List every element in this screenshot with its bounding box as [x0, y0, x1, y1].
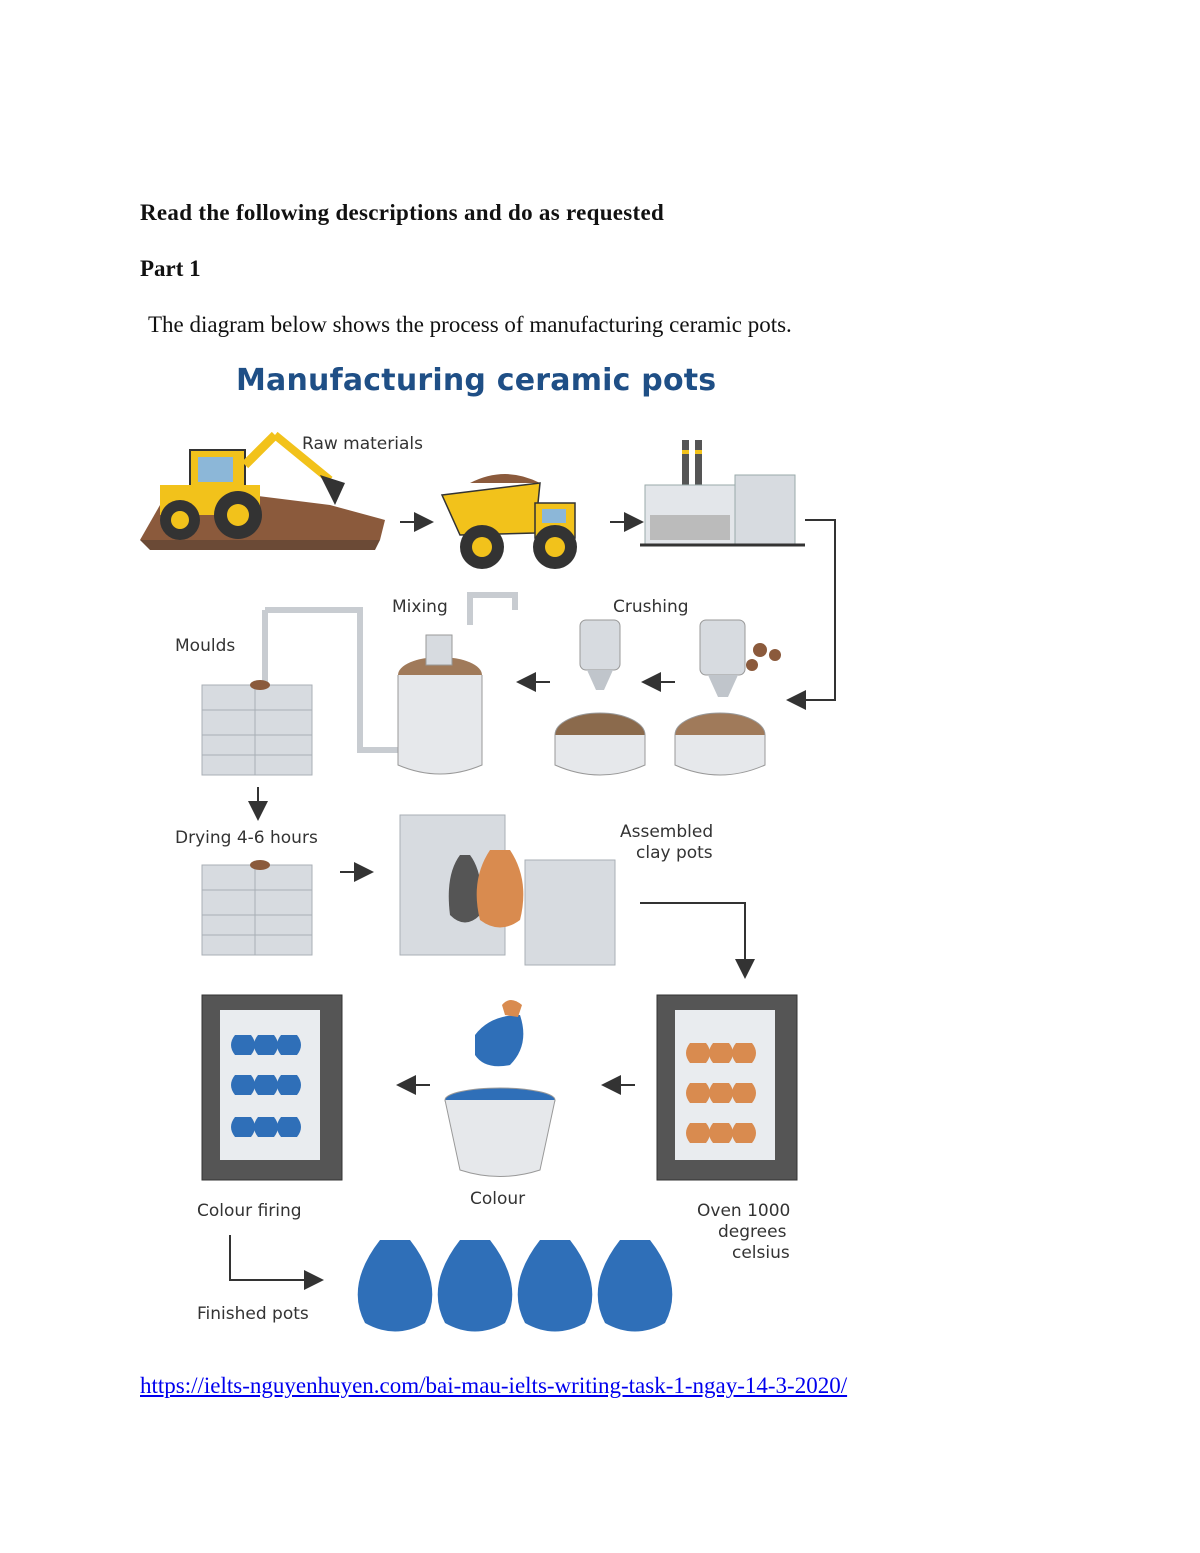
diagram-illustration — [140, 431, 836, 1332]
label-moulds: Moulds — [175, 636, 236, 656]
finished-pots-icon — [357, 1240, 673, 1332]
crusher-small-icon — [554, 619, 646, 776]
mixer-icon — [257, 592, 518, 775]
crusher-icon — [674, 619, 781, 776]
intro-text: The diagram below shows the process of m… — [148, 312, 792, 337]
label-assembled-1: Assembled — [620, 822, 714, 842]
paint-bucket-icon — [444, 1000, 556, 1177]
arrow-8 — [640, 902, 755, 979]
oven-icon — [656, 994, 798, 1181]
arrow-11 — [229, 1235, 324, 1290]
label-drying: Drying 4-6 hours — [175, 828, 318, 848]
label-mixing: Mixing — [392, 597, 448, 617]
heading: Read the following descriptions and do a… — [140, 200, 665, 225]
part-label: Part 1 — [140, 256, 201, 281]
firing-cabinet-icon — [201, 994, 343, 1181]
label-oven-2: degrees — [718, 1222, 787, 1242]
excavator-icon — [140, 431, 385, 550]
label-assembled-2: clay pots — [636, 843, 713, 863]
source-link[interactable]: https://ielts-nguyenhuyen.com/bai-mau-ie… — [140, 1373, 848, 1398]
dump-truck-icon — [440, 474, 577, 569]
assembled-mould-icon — [399, 814, 616, 966]
label-crushing: Crushing — [613, 597, 689, 617]
label-colour: Colour — [470, 1189, 526, 1209]
mould-block-icon — [201, 680, 313, 776]
label-oven-1: Oven 1000 — [697, 1201, 791, 1221]
diagram-title: Manufacturing ceramic pots — [236, 363, 717, 398]
process-diagram: Manufacturing ceramic pots Raw materials… — [130, 355, 870, 1345]
factory-icon — [640, 440, 805, 547]
arrow-3 — [786, 519, 836, 710]
label-raw-materials: Raw materials — [302, 434, 423, 454]
label-finished: Finished pots — [197, 1304, 309, 1324]
label-colour-firing: Colour firing — [197, 1201, 302, 1221]
drying-block-icon — [201, 860, 313, 956]
label-oven-3: celsius — [732, 1243, 790, 1263]
